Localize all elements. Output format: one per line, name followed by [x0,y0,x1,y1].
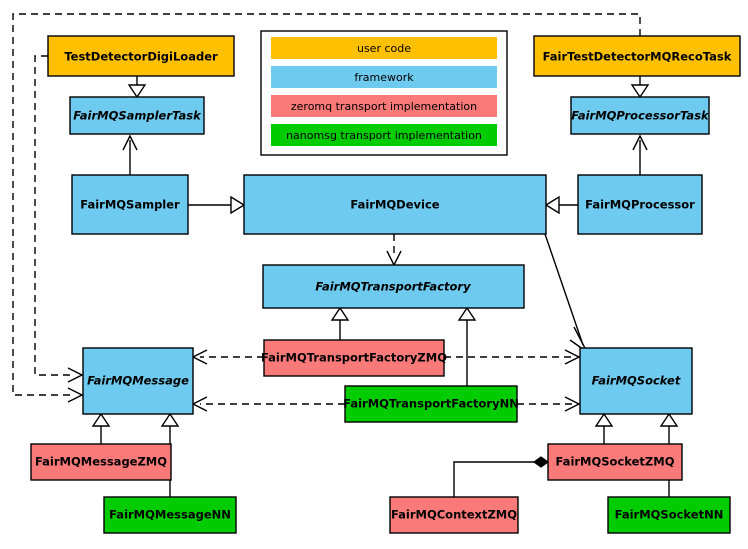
node-label: FairMQTransportFactoryNN [343,397,519,411]
node-box[interactable] [577,174,703,235]
edge-recotask-processortask [630,76,650,99]
edge-device-transportfactory [386,234,402,267]
edge-tfzmq-message [191,349,264,365]
legend-swatch [271,37,497,59]
edge-digiloader-samplertask [127,76,147,99]
node-fairmqmessage[interactable]: FairMQMessage [82,347,194,415]
node-fairmqsamplertask[interactable]: FairMQSamplerTask [69,96,205,135]
legend-swatch [271,124,497,146]
legend-item-framework: framework [271,66,497,88]
node-fairmqtransportfactory[interactable]: FairMQTransportFactory [262,264,525,309]
edge-processor-processortask [632,134,648,175]
node-label: FairMQProcessor [585,198,695,212]
node-label: FairMQSocketZMQ [556,455,675,469]
node-box[interactable] [533,35,741,77]
legend: user code framework zeromq transport imp… [260,30,508,156]
edge-tfnn-message [191,396,345,412]
node-box[interactable] [30,443,172,481]
edge-digiloader-message [34,55,84,383]
node-fairmqsocketzmq[interactable]: FairMQSocketZMQ [547,443,683,481]
node-fairmqsampler[interactable]: FairMQSampler [71,174,189,235]
edge-tfzmq-socket [444,349,581,365]
legend-label: zeromq transport implementation [291,100,477,113]
node-label: FairMQSamplerTask [73,109,202,123]
node-label: FairMQSampler [80,198,180,212]
node-box[interactable] [344,385,518,423]
edge-layer [12,13,679,497]
node-box[interactable] [262,264,525,309]
edge-socketzmq-socket [594,412,614,444]
node-fairmqdevice[interactable]: FairMQDevice [243,174,547,235]
node-label: FairMQSocket [592,374,681,388]
edge-contextzmq-socketzmq [453,456,550,497]
node-box[interactable] [47,35,235,77]
node-fairmqprocessor[interactable]: FairMQProcessor [577,174,703,235]
edge-sampler-samplertask [122,134,138,175]
edge-recotask-message [12,13,641,403]
node-fairmqmessagezmq[interactable]: FairMQMessageZMQ [30,443,172,481]
node-box[interactable] [69,96,205,135]
node-label: FairMQMessageNN [109,508,231,522]
node-label: FairMQMessage [87,374,189,388]
edge-tfzmq-transportfactory [330,306,350,340]
node-fairmqprocessortask[interactable]: FairMQProcessorTask [570,96,710,135]
node-box[interactable] [243,174,547,235]
node-testdetectordigiloader[interactable]: TestDetectorDigiLoader [47,35,235,77]
node-label: FairMQProcessorTask [571,109,710,123]
node-box[interactable] [263,339,445,377]
legend-label: user code [357,42,411,55]
node-fairmqtransportfactoryzmq[interactable]: FairMQTransportFactoryZMQ [261,339,447,377]
edge-messagezmq-message [91,412,111,444]
node-box[interactable] [570,96,710,135]
node-fairmqtransportfactorynn[interactable]: FairMQTransportFactoryNN [343,385,519,423]
legend-swatch [271,95,497,117]
node-box[interactable] [579,347,693,415]
node-box[interactable] [103,496,237,534]
legend-label: framework [354,71,414,84]
node-box[interactable] [389,496,519,534]
legend-item-user-code: user code [271,37,497,59]
edge-processor-device [544,195,578,215]
node-box[interactable] [71,174,189,235]
node-label: FairMQMessageZMQ [35,455,167,469]
legend-item-zeromq: zeromq transport implementation [271,95,497,117]
node-fairmqmessagenn[interactable]: FairMQMessageNN [103,496,237,534]
node-box[interactable] [607,496,731,534]
legend-label: nanomsg transport implementation [286,129,482,142]
node-box[interactable] [82,347,194,415]
node-box[interactable] [547,443,683,481]
node-label: FairMQTransportFactoryZMQ [261,351,447,365]
edge-sampler-device [188,195,246,215]
legend-item-nanomsg: nanomsg transport implementation [271,124,497,146]
node-label: FairMQContextZMQ [391,508,517,522]
legend-swatch [271,66,497,88]
node-fairmqsocket[interactable]: FairMQSocket [579,347,693,415]
edge-tfnn-transportfactory [457,306,477,386]
edge-device-socket [544,233,588,353]
node-label: TestDetectorDigiLoader [64,50,218,64]
node-label: FairMQTransportFactory [315,280,471,294]
node-label: FairMQDevice [350,198,439,212]
node-label: FairMQSocketNN [615,508,724,522]
node-layer: TestDetectorDigiLoader FairTestDetectorM… [30,35,741,534]
node-fairtestdetectormqrecotask[interactable]: FairTestDetectorMQRecoTask [533,35,741,77]
node-fairmqcontextzmq[interactable]: FairMQContextZMQ [389,496,519,534]
edge-tfnn-socket [517,396,581,412]
node-fairmqsocketnn[interactable]: FairMQSocketNN [607,496,731,534]
node-label: FairTestDetectorMQRecoTask [543,50,732,64]
